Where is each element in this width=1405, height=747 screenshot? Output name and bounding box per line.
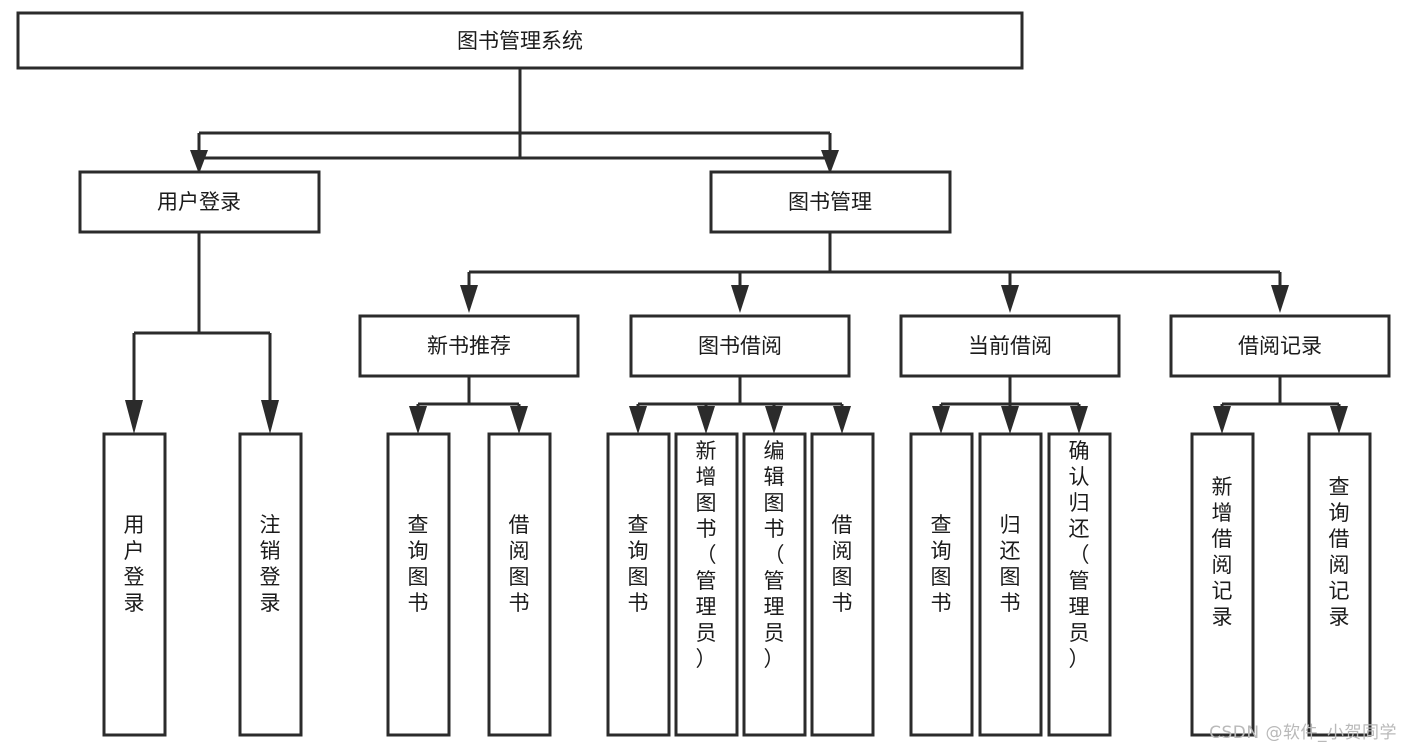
node-leaf-logout-label: 注销登录	[260, 513, 281, 615]
node-book-manage-box[interactable]	[709, 170, 952, 234]
node-leaf-query-book-3-label: 查询图书	[931, 513, 952, 615]
node-current-borrow-box[interactable]	[899, 314, 1121, 378]
node-leaf-borrow-book-1[interactable]: 借阅图书	[487, 432, 552, 737]
arrow-to-leaf-borrow-book-1	[510, 406, 528, 434]
node-new-book-rec-box[interactable]	[358, 314, 580, 378]
node-leaf-add-book-box[interactable]	[674, 432, 739, 737]
node-book-borrow-box[interactable]	[629, 314, 851, 378]
node-leaf-borrow-book-1-label: 借阅图书	[509, 513, 530, 615]
node-leaf-query-record[interactable]: 查询借阅记录	[1307, 432, 1372, 737]
node-current-borrow-label: 当前借阅	[968, 334, 1052, 358]
node-borrow-record-box[interactable]	[1169, 314, 1391, 378]
connector-layer	[125, 68, 1348, 434]
arrow-to-leaf-edit-book	[765, 406, 783, 434]
node-leaf-user-login-box[interactable]	[102, 432, 167, 737]
node-leaf-return-book[interactable]: 归还图书	[978, 432, 1043, 737]
node-leaf-query-book-3[interactable]: 查询图书	[909, 432, 974, 737]
node-leaf-return-book-box[interactable]	[978, 432, 1043, 737]
node-leaf-user-login[interactable]: 用户登录	[102, 432, 167, 737]
node-leaf-add-book[interactable]: 新增图书（管理员）	[674, 432, 739, 737]
node-leaf-query-book-1-box[interactable]	[386, 432, 451, 737]
node-borrow-record-label: 借阅记录	[1238, 334, 1322, 358]
node-leaf-edit-book-label: 编辑图书（管理员）	[764, 439, 785, 671]
node-leaf-query-book-2-box[interactable]	[606, 432, 671, 737]
arrow-to-new-book-rec	[460, 285, 478, 313]
node-leaf-borrow-book-2-label: 借阅图书	[832, 513, 853, 615]
node-leaf-add-book-label: 新增图书（管理员）	[696, 439, 717, 671]
node-leaf-borrow-book-2[interactable]: 借阅图书	[810, 432, 875, 737]
node-leaf-query-book-1-label: 查询图书	[408, 513, 429, 615]
node-leaf-confirm-return[interactable]: 确认归还（管理员）	[1047, 432, 1112, 737]
node-book-manage[interactable]: 图书管理	[709, 170, 952, 234]
node-leaf-add-record[interactable]: 新增借阅记录	[1190, 432, 1255, 737]
arrow-to-leaf-user-login	[125, 400, 143, 434]
node-leaf-logout[interactable]: 注销登录	[238, 432, 303, 737]
arrow-to-leaf-query-book-1	[409, 406, 427, 434]
node-book-borrow-label: 图书借阅	[698, 334, 782, 358]
node-leaf-user-login-label: 用户登录	[124, 513, 145, 615]
arrow-to-borrow-record	[1271, 285, 1289, 313]
arrow-to-leaf-return-book	[1001, 406, 1019, 434]
node-book-borrow[interactable]: 图书借阅	[629, 314, 851, 378]
arrow-to-book-manage	[821, 150, 839, 174]
node-leaf-edit-book[interactable]: 编辑图书（管理员）	[742, 432, 807, 737]
node-new-book-rec[interactable]: 新书推荐	[358, 314, 580, 378]
arrow-to-leaf-logout	[261, 400, 279, 434]
arrow-to-leaf-query-book-3	[932, 406, 950, 434]
node-leaf-query-book-1[interactable]: 查询图书	[386, 432, 451, 737]
arrow-to-user-login	[190, 150, 208, 174]
arrow-to-leaf-query-record	[1330, 406, 1348, 434]
node-user-login[interactable]: 用户登录	[78, 170, 321, 234]
node-new-book-rec-label: 新书推荐	[427, 334, 511, 358]
node-leaf-logout-box[interactable]	[238, 432, 303, 737]
arrow-to-current-borrow	[1001, 285, 1019, 313]
arrow-to-leaf-borrow-book-2	[833, 406, 851, 434]
node-leaf-query-book-3-box[interactable]	[909, 432, 974, 737]
node-leaf-add-record-label: 新增借阅记录	[1212, 475, 1233, 629]
node-root[interactable]: 图书管理系统	[16, 11, 1024, 70]
node-user-login-label: 用户登录	[157, 190, 241, 214]
node-root-box[interactable]	[16, 11, 1024, 70]
node-borrow-record[interactable]: 借阅记录	[1169, 314, 1391, 378]
node-book-manage-label: 图书管理	[788, 190, 872, 214]
node-leaf-borrow-book-2-box[interactable]	[810, 432, 875, 737]
arrow-to-leaf-add-record	[1213, 406, 1231, 434]
arrow-to-leaf-confirm-return	[1070, 406, 1088, 434]
node-leaf-confirm-return-label: 确认归还（管理员）	[1069, 439, 1090, 671]
node-leaf-query-record-box[interactable]	[1307, 432, 1372, 737]
node-leaf-edit-book-box[interactable]	[742, 432, 807, 737]
arrow-to-book-borrow	[731, 285, 749, 313]
node-leaf-confirm-return-box[interactable]	[1047, 432, 1112, 737]
node-current-borrow[interactable]: 当前借阅	[899, 314, 1121, 378]
node-leaf-query-record-label: 查询借阅记录	[1329, 475, 1350, 629]
node-leaf-query-book-2-label: 查询图书	[628, 513, 649, 615]
arrow-to-leaf-query-book-2	[629, 406, 647, 434]
node-leaf-add-record-box[interactable]	[1190, 432, 1255, 737]
node-leaf-return-book-label: 归还图书	[1000, 513, 1021, 615]
node-user-login-box[interactable]	[78, 170, 321, 234]
node-root-label: 图书管理系统	[457, 29, 583, 53]
node-leaf-borrow-book-1-box[interactable]	[487, 432, 552, 737]
node-leaf-query-book-2[interactable]: 查询图书	[606, 432, 671, 737]
arrow-to-leaf-add-book	[697, 406, 715, 434]
